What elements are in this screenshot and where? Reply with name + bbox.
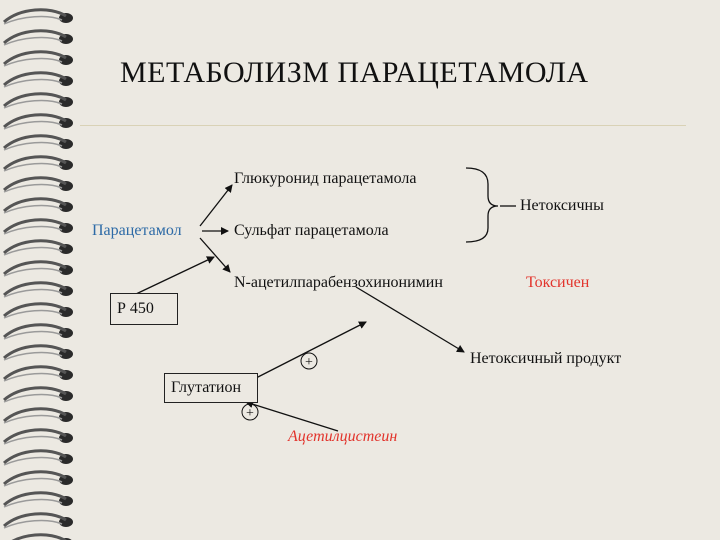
binding-ring bbox=[3, 260, 67, 276]
binding-ring-shade bbox=[3, 204, 63, 214]
binding-ring-shade bbox=[3, 498, 63, 508]
binding-ring bbox=[3, 113, 67, 129]
binding-ring bbox=[3, 302, 67, 318]
binding-ring bbox=[3, 29, 67, 45]
binding-ring-shade bbox=[3, 330, 63, 340]
binding-ring bbox=[3, 50, 67, 66]
binding-ring bbox=[3, 365, 67, 381]
arrow-to-nontoxic-product bbox=[355, 286, 465, 353]
node-napqi: N-ацетилпарабензохинонимин bbox=[234, 274, 443, 291]
binding-ring-shade bbox=[3, 393, 63, 403]
node-glucuronide: Глюкуронид парацетамола bbox=[234, 170, 417, 187]
arrow-to-glucuronide bbox=[199, 184, 233, 227]
node-acetylcysteine: Ацетилцистеин bbox=[288, 428, 398, 445]
binding-ring bbox=[3, 281, 67, 297]
node-paracetamol: Парацетамол bbox=[92, 222, 182, 239]
binding-ring-shade bbox=[3, 435, 63, 445]
binding-ring-shade bbox=[3, 141, 63, 151]
binding-ring-shade bbox=[3, 246, 63, 256]
binding-ring bbox=[3, 449, 67, 465]
binding-ring bbox=[11, 533, 67, 540]
node-sulfate: Сульфат парацетамола bbox=[234, 222, 389, 239]
binding-ring-shade bbox=[3, 183, 63, 193]
binding-ring-shade bbox=[3, 351, 63, 361]
arrow-glutathione bbox=[255, 321, 367, 379]
arrow-to-napqi bbox=[199, 237, 231, 273]
plus-circle-2 bbox=[241, 403, 259, 421]
arrow-acetylcysteine bbox=[245, 400, 339, 432]
binding-ring-shade bbox=[3, 414, 63, 424]
binding-ring bbox=[3, 470, 67, 486]
box-glutathione: Глутатион bbox=[164, 373, 258, 403]
label-toxic: Токсичен bbox=[526, 274, 590, 291]
arrow-p450 bbox=[135, 256, 215, 295]
binding-ring-shade bbox=[3, 15, 63, 25]
binding-ring bbox=[3, 197, 67, 213]
binding-ring-shade bbox=[3, 99, 63, 109]
binding-ring bbox=[3, 386, 67, 402]
binding-ring-shade bbox=[3, 267, 63, 277]
binding-ring bbox=[3, 92, 67, 108]
binding-ring-shade bbox=[3, 309, 63, 319]
node-nontoxic-product: Нетоксичный продукт bbox=[470, 350, 622, 367]
binding-ring-shade bbox=[3, 225, 63, 235]
binding-ring bbox=[3, 512, 67, 528]
binding-ring bbox=[3, 428, 67, 444]
binding-ring bbox=[3, 344, 67, 360]
slide-title: МЕТАБОЛИЗМ ПАРАЦЕТАМОЛА bbox=[120, 56, 589, 89]
binding-ring bbox=[3, 176, 67, 192]
title-divider bbox=[80, 125, 686, 126]
binding-ring-shade bbox=[3, 477, 63, 487]
notebook-binding bbox=[3, 8, 73, 540]
binding-ring-shade bbox=[3, 78, 63, 88]
binding-ring bbox=[3, 8, 67, 24]
brace-nontoxic bbox=[465, 167, 499, 243]
binding-ring bbox=[3, 239, 67, 255]
binding-ring-shade bbox=[3, 36, 63, 46]
binding-ring-shade bbox=[3, 288, 63, 298]
binding-ring bbox=[3, 155, 67, 171]
plus-circle-1 bbox=[300, 352, 318, 370]
binding-ring bbox=[3, 218, 67, 234]
binding-ring-shade bbox=[3, 162, 63, 172]
box-p450: Р 450 bbox=[110, 293, 178, 325]
binding-ring-shade bbox=[3, 57, 63, 67]
binding-ring-shade bbox=[3, 120, 63, 130]
binding-ring-shade bbox=[3, 519, 63, 529]
plus-sign-1: + bbox=[305, 355, 313, 370]
binding-ring bbox=[3, 134, 67, 150]
binding-ring-shade bbox=[3, 456, 63, 466]
plus-sign-2: + bbox=[246, 406, 254, 421]
binding-ring-shade bbox=[3, 372, 63, 382]
label-nontoxic: Нетоксичны bbox=[520, 197, 604, 214]
binding-ring bbox=[3, 323, 67, 339]
binding-ring bbox=[3, 407, 67, 423]
binding-ring bbox=[3, 491, 67, 507]
binding-ring bbox=[3, 71, 67, 87]
